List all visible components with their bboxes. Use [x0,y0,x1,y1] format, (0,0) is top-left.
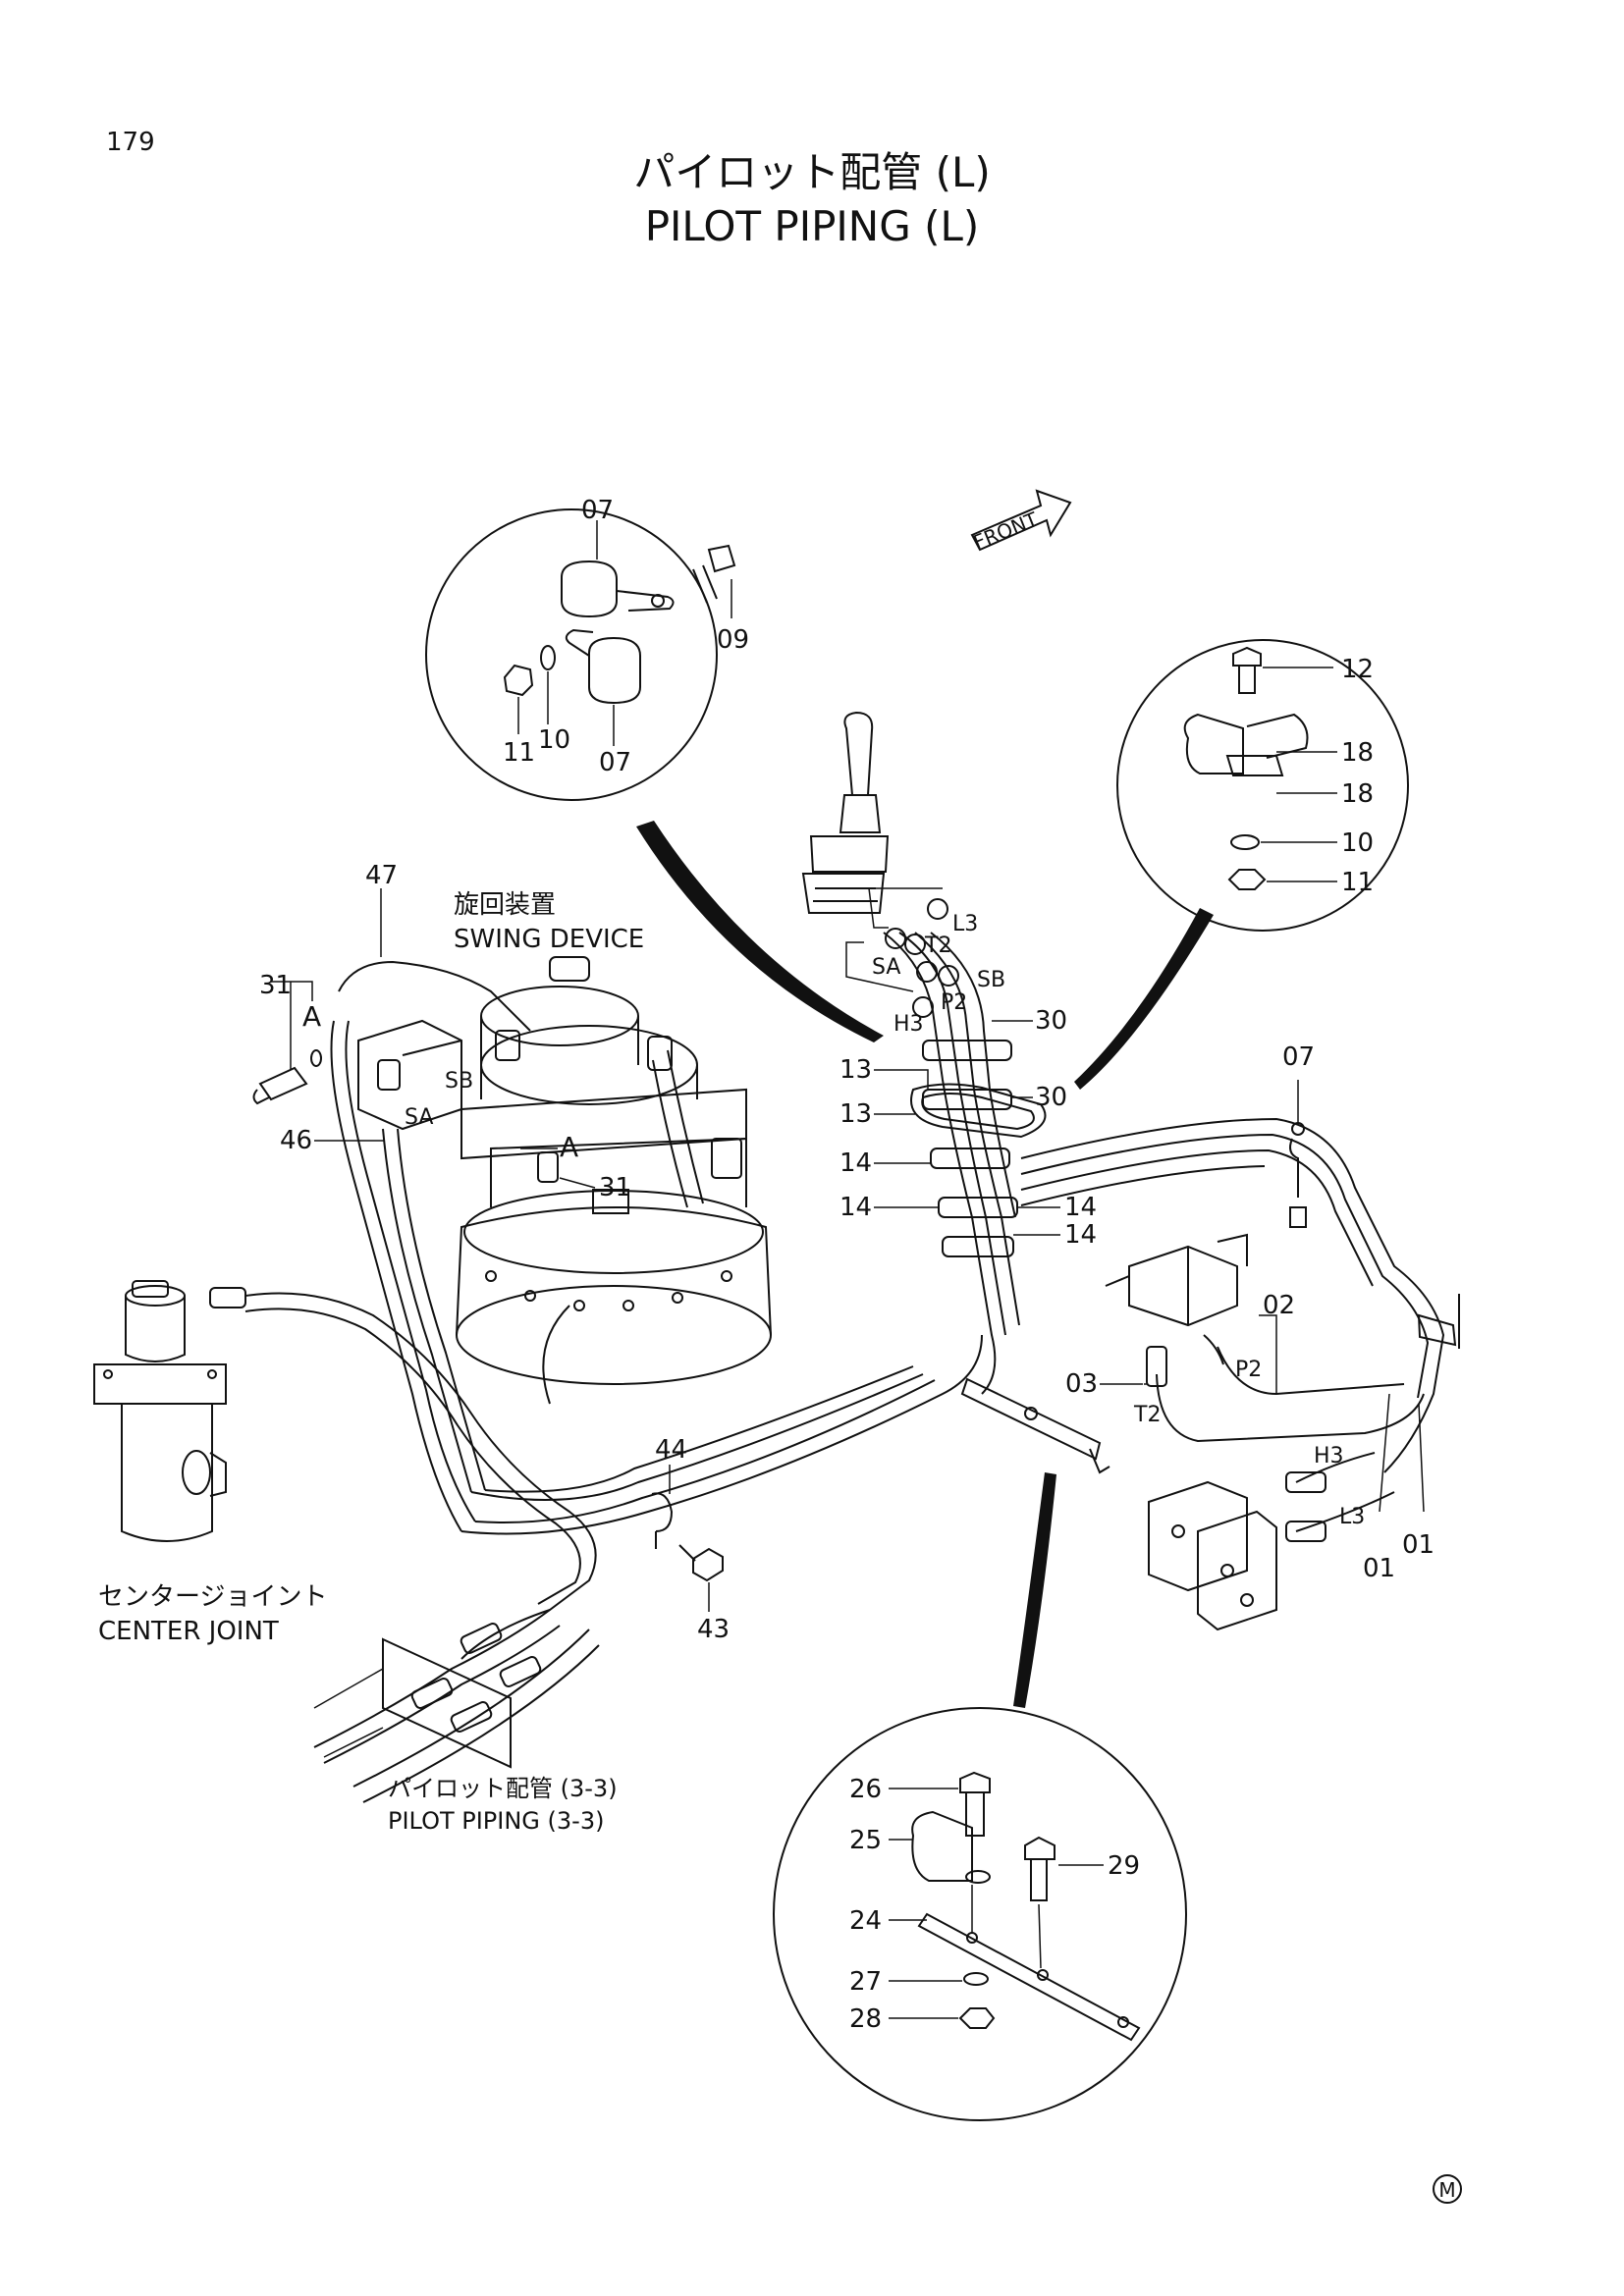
callout-01-left: 01 [1363,1554,1395,1583]
nut-icon [958,2007,996,2029]
detail-a-left: A [302,1000,321,1033]
callout-46: 46 [280,1126,312,1155]
callout-10-right: 10 [1341,828,1374,858]
control-lever [801,711,890,914]
callout-11-right: 11 [1341,868,1374,897]
hose-47-46 [330,960,570,1532]
leader-31-swing [559,1177,596,1189]
port-t2: T2 [1133,1403,1161,1427]
detail-a-swing: A [560,1131,578,1163]
callout-14-c: 14 [1064,1193,1097,1222]
callout-30-lower: 30 [1035,1083,1067,1112]
port-p2: P2 [1235,1358,1262,1382]
port-l3: L3 [1339,1505,1365,1529]
title-japanese: パイロット配管 (L) [633,148,991,196]
port-sa-swing: SA [405,1105,433,1130]
front-arrow-icon: FRONT [970,489,1072,555]
footer-mark: M [1433,2174,1462,2204]
callout-26: 26 [849,1775,882,1804]
port-l3: L3 [952,912,978,936]
leaders-center [874,1020,1425,1513]
center-joint [93,1280,246,1542]
bolt-icon [1024,1836,1056,1901]
callout-28: 28 [849,2004,882,2034]
callout-03: 03 [1065,1369,1098,1399]
detail-pointer-top-right [1074,908,1214,1090]
port-sb-swing: SB [445,1069,473,1094]
port-t2: T2 [924,934,951,958]
callout-44: 44 [655,1435,687,1465]
valve-block-lower [1148,1471,1326,1631]
callout-43: 43 [697,1615,730,1644]
title-english: PILOT PIPING (L) [645,202,980,250]
detail-circle-bottom: 26 25 29 24 27 28 [773,1707,1187,2121]
callout-18-upper: 18 [1341,738,1374,768]
detail-circle-top-left: 07 09 11 10 07 [425,496,749,801]
callout-14-a: 14 [839,1148,872,1178]
port-h3: H3 [1314,1444,1344,1468]
center-joint-label-en: CENTER JOINT [98,1617,279,1646]
page-number: 179 [106,128,155,157]
callout-29: 29 [1108,1851,1140,1881]
valve-p2-t2 [1105,1233,1248,1387]
pilot-ref-label-en: PILOT PIPING (3-3) [388,1807,604,1835]
callout-10-left: 10 [538,725,570,755]
callout-07-lower: 07 [599,748,631,777]
fitting-31-detail [252,981,322,1105]
lever-port-fittings [845,887,959,1018]
callout-31-left: 31 [259,971,292,1000]
port-h3-lever: H3 [893,1012,924,1037]
swing-device [456,956,772,1385]
nut-icon [1227,869,1267,890]
port-block-sa-sb [357,1019,559,1183]
front-label: FRONT [970,507,1042,554]
hose-center-joint [244,1292,597,1660]
callout-27: 27 [849,1967,882,1997]
detail-circle-top-right: 12 18 18 10 11 [1116,639,1409,932]
washer-icon [540,645,556,670]
hose-run-right [1020,1117,1460,1532]
swing-device-label-en: SWING DEVICE [454,925,644,954]
callout-13-upper: 13 [839,1055,872,1085]
callout-24: 24 [849,1906,882,1936]
callout-11-left: 11 [503,738,535,768]
bolt-icon [1232,646,1262,694]
footer-mark-letter: M [1438,2178,1455,2202]
callout-02: 02 [1263,1291,1295,1320]
callout-09: 09 [717,625,749,655]
callout-12: 12 [1341,655,1374,684]
callout-25: 25 [849,1826,882,1855]
port-p2-lever: P2 [941,990,967,1015]
callout-14-b: 14 [839,1193,872,1222]
nut-icon [503,664,534,697]
callout-14-d: 14 [1064,1220,1097,1250]
bolt-icon [692,544,736,604]
callout-47: 47 [365,861,398,890]
callout-30-upper: 30 [1035,1006,1067,1036]
callout-01-right: 01 [1402,1530,1435,1560]
bolt-icon [678,1544,724,1582]
center-joint-label-jp: センタージョイント [98,1582,327,1612]
callout-07-upper: 07 [581,496,614,525]
swing-device-label-jp: 旋回装置 [454,890,556,920]
pilot-ref-label-jp: パイロット配管 (3-3) [388,1775,618,1802]
detail-pointer-bottom [1013,1472,1056,1708]
pilot-piping-connections [313,1609,600,1803]
hose-run-lower [460,1334,1110,1582]
port-sa-lever: SA [872,955,900,980]
port-sb-lever: SB [977,968,1005,992]
callout-07-right: 07 [1282,1042,1315,1072]
detail-pointer-top-left [636,821,884,1042]
bolt-icon [959,1771,991,1837]
callout-13-lower: 13 [839,1099,872,1129]
callout-31-swing: 31 [599,1173,631,1202]
callout-18-lower: 18 [1341,779,1374,809]
